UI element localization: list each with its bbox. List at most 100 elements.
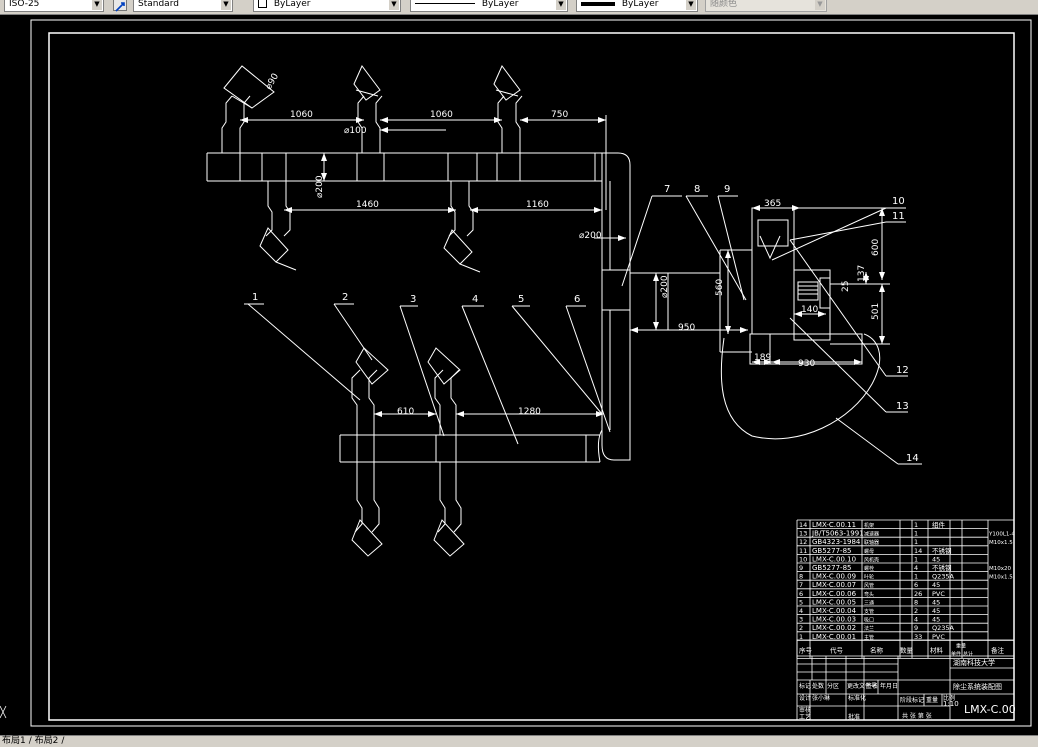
bom-row-material: Q235A [932,624,955,632]
bom-row-material: 45 [932,616,940,624]
bom-row-qty: 26 [914,590,922,598]
balloon-7: 7 [664,184,670,195]
linetype-value: ByLayer [481,0,519,9]
textstyle-icon[interactable] [113,0,127,12]
bom-row-name: 螺栓 [864,565,874,572]
plotstyle-value: 随颜色 [710,0,738,9]
lineweight-sample-icon [581,1,615,6]
chevron-down-icon: ▼ [815,0,825,10]
balloon-6: 6 [574,294,580,305]
ucs-icon [0,705,7,719]
layout-tabs: 布局1/ 布局2/ [2,736,65,746]
dim-d100: ⌀100 [344,126,367,136]
color-swatch-icon [258,0,267,8]
dim-1060-b: 1060 [430,110,453,120]
plotstyle-dropdown[interactable]: 随颜色 ▼ [705,0,827,12]
bom-row-no: 6 [799,590,803,598]
bom-row-material: 45 [932,555,940,563]
tb-r1-c1: 标记 [799,682,811,690]
bom-row-material: PVC [932,633,945,641]
bom-row-name: 螺母 [864,548,874,555]
bom-row-name: 主管 [864,634,874,641]
balloon-1: 1 [252,292,258,303]
bom-row-note: M10x20 [989,566,1011,572]
textstyle-dropdown[interactable]: Standard ▼ [133,0,233,12]
balloon-5: 5 [518,294,524,305]
dim-950: 950 [678,323,695,333]
balloon-9: 9 [724,184,730,195]
bom-row-name: 风机壳 [864,556,879,563]
balloon-11: 11 [892,211,905,222]
bom-row-name: 风管 [864,582,874,589]
bom-row-material: 不锈钢 [932,563,952,572]
bom-row-qty: 9 [914,624,918,632]
lineweight-value: ByLayer [621,0,659,9]
drawing-frame [48,32,1015,721]
layer-color-dropdown[interactable]: ByLayer ▼ [253,0,401,12]
bom-row-qty: 14 [914,547,922,555]
layer-color-value: ByLayer [273,0,311,9]
balloon-13: 13 [896,401,909,412]
bom-row-no: 4 [799,607,803,615]
dim-189: 189 [754,353,771,363]
school-name: 湖南科技大学 [953,658,995,667]
bom-row-code: LMX-C.00.09 [812,573,856,581]
bom-row-code: LMX-C.00.10 [812,555,856,563]
tb-ratio: 比例 [943,694,955,702]
bom-row-name: 减速器 [864,531,879,538]
bom-row-qty: 1 [914,521,918,529]
properties-toolbar: ISO-25 ▼ Standard ▼ ByLayer ▼ ByLayer ▼ … [0,0,1038,15]
bom-row-name: 吸口 [864,618,874,624]
bom-row-qty: 4 [914,616,918,624]
dim-501: 501 [871,303,881,320]
bom-row-material: 组件 [932,520,946,529]
bom-header-total-weight: 总计 [963,650,973,657]
linetype-dropdown[interactable]: ByLayer ▼ [410,0,568,12]
bom-row-name: 支管 [864,608,874,615]
balloon-4: 4 [472,294,478,305]
leader-lines [244,195,922,465]
tb-r1-c5: 签名 [866,682,878,690]
bom-row-material: 45 [932,581,940,589]
balloon-14: 14 [906,453,919,464]
bom-row-code: GB5277-85 [812,547,851,555]
dim-560: 560 [715,279,725,296]
bom-header-no: 序号 [799,645,813,654]
dim-d200-b: ⌀200 [579,231,602,241]
dim-1160: 1160 [526,200,549,210]
status-bar: 布局1/ 布局2/ [0,735,1038,747]
tb-r1-c2: 处数 [812,682,824,690]
bom-row-name: 三通 [864,599,874,606]
chevron-down-icon: ▼ [92,0,102,10]
dimstyle-dropdown[interactable]: ISO-25 ▼ [4,0,104,12]
drawing-number: LMX-C.00 [964,703,1016,716]
dimension-texts: 1060 1060 750 ⌀100 ⌀200 1460 1160 ⌀200 ⌀… [264,72,881,417]
bom-row-qty: 1 [914,555,918,563]
tab-layout2[interactable]: 布局2 [34,736,59,746]
tb-stage: 阶段标记 [900,696,924,704]
chevron-down-icon: ▼ [686,0,696,10]
dim-137: 137 [857,265,867,282]
chevron-down-icon: ▼ [556,0,566,10]
tab-layout1[interactable]: 布局1 [2,736,26,746]
tb-r4-c1: 工艺 [799,713,811,721]
lineweight-dropdown[interactable]: ByLayer ▼ [576,0,698,12]
drawing-canvas[interactable]: 1060 1060 750 ⌀100 ⌀200 1460 1160 ⌀200 ⌀… [0,15,1038,735]
dim-1060-a: 1060 [290,110,313,120]
duct-system [206,65,881,557]
bom-row-name: 法兰 [864,625,874,632]
bom-row-material: 45 [932,598,940,606]
bom-header-weight: 重量 [956,642,966,649]
bom-row-no: 13 [799,530,807,538]
dimension-lines [240,115,890,417]
dim-610: 610 [397,407,414,417]
bom-row-material: 不锈钢 [932,546,952,555]
dim-d200-c: ⌀200 [660,275,670,298]
bom-row-no: 3 [799,616,803,624]
bom-row-no: 7 [799,581,803,589]
title-block-texts: 湖南科技大学 除尘系统装配图 LMX-C.00 1:10 标记 处数 分区 更改… [799,658,1016,721]
bom-row-note: M10x1.5 [989,575,1013,581]
dim-600: 600 [871,239,881,256]
bom-row-no: 11 [799,547,807,555]
bom-row-qty: 1 [914,538,918,546]
